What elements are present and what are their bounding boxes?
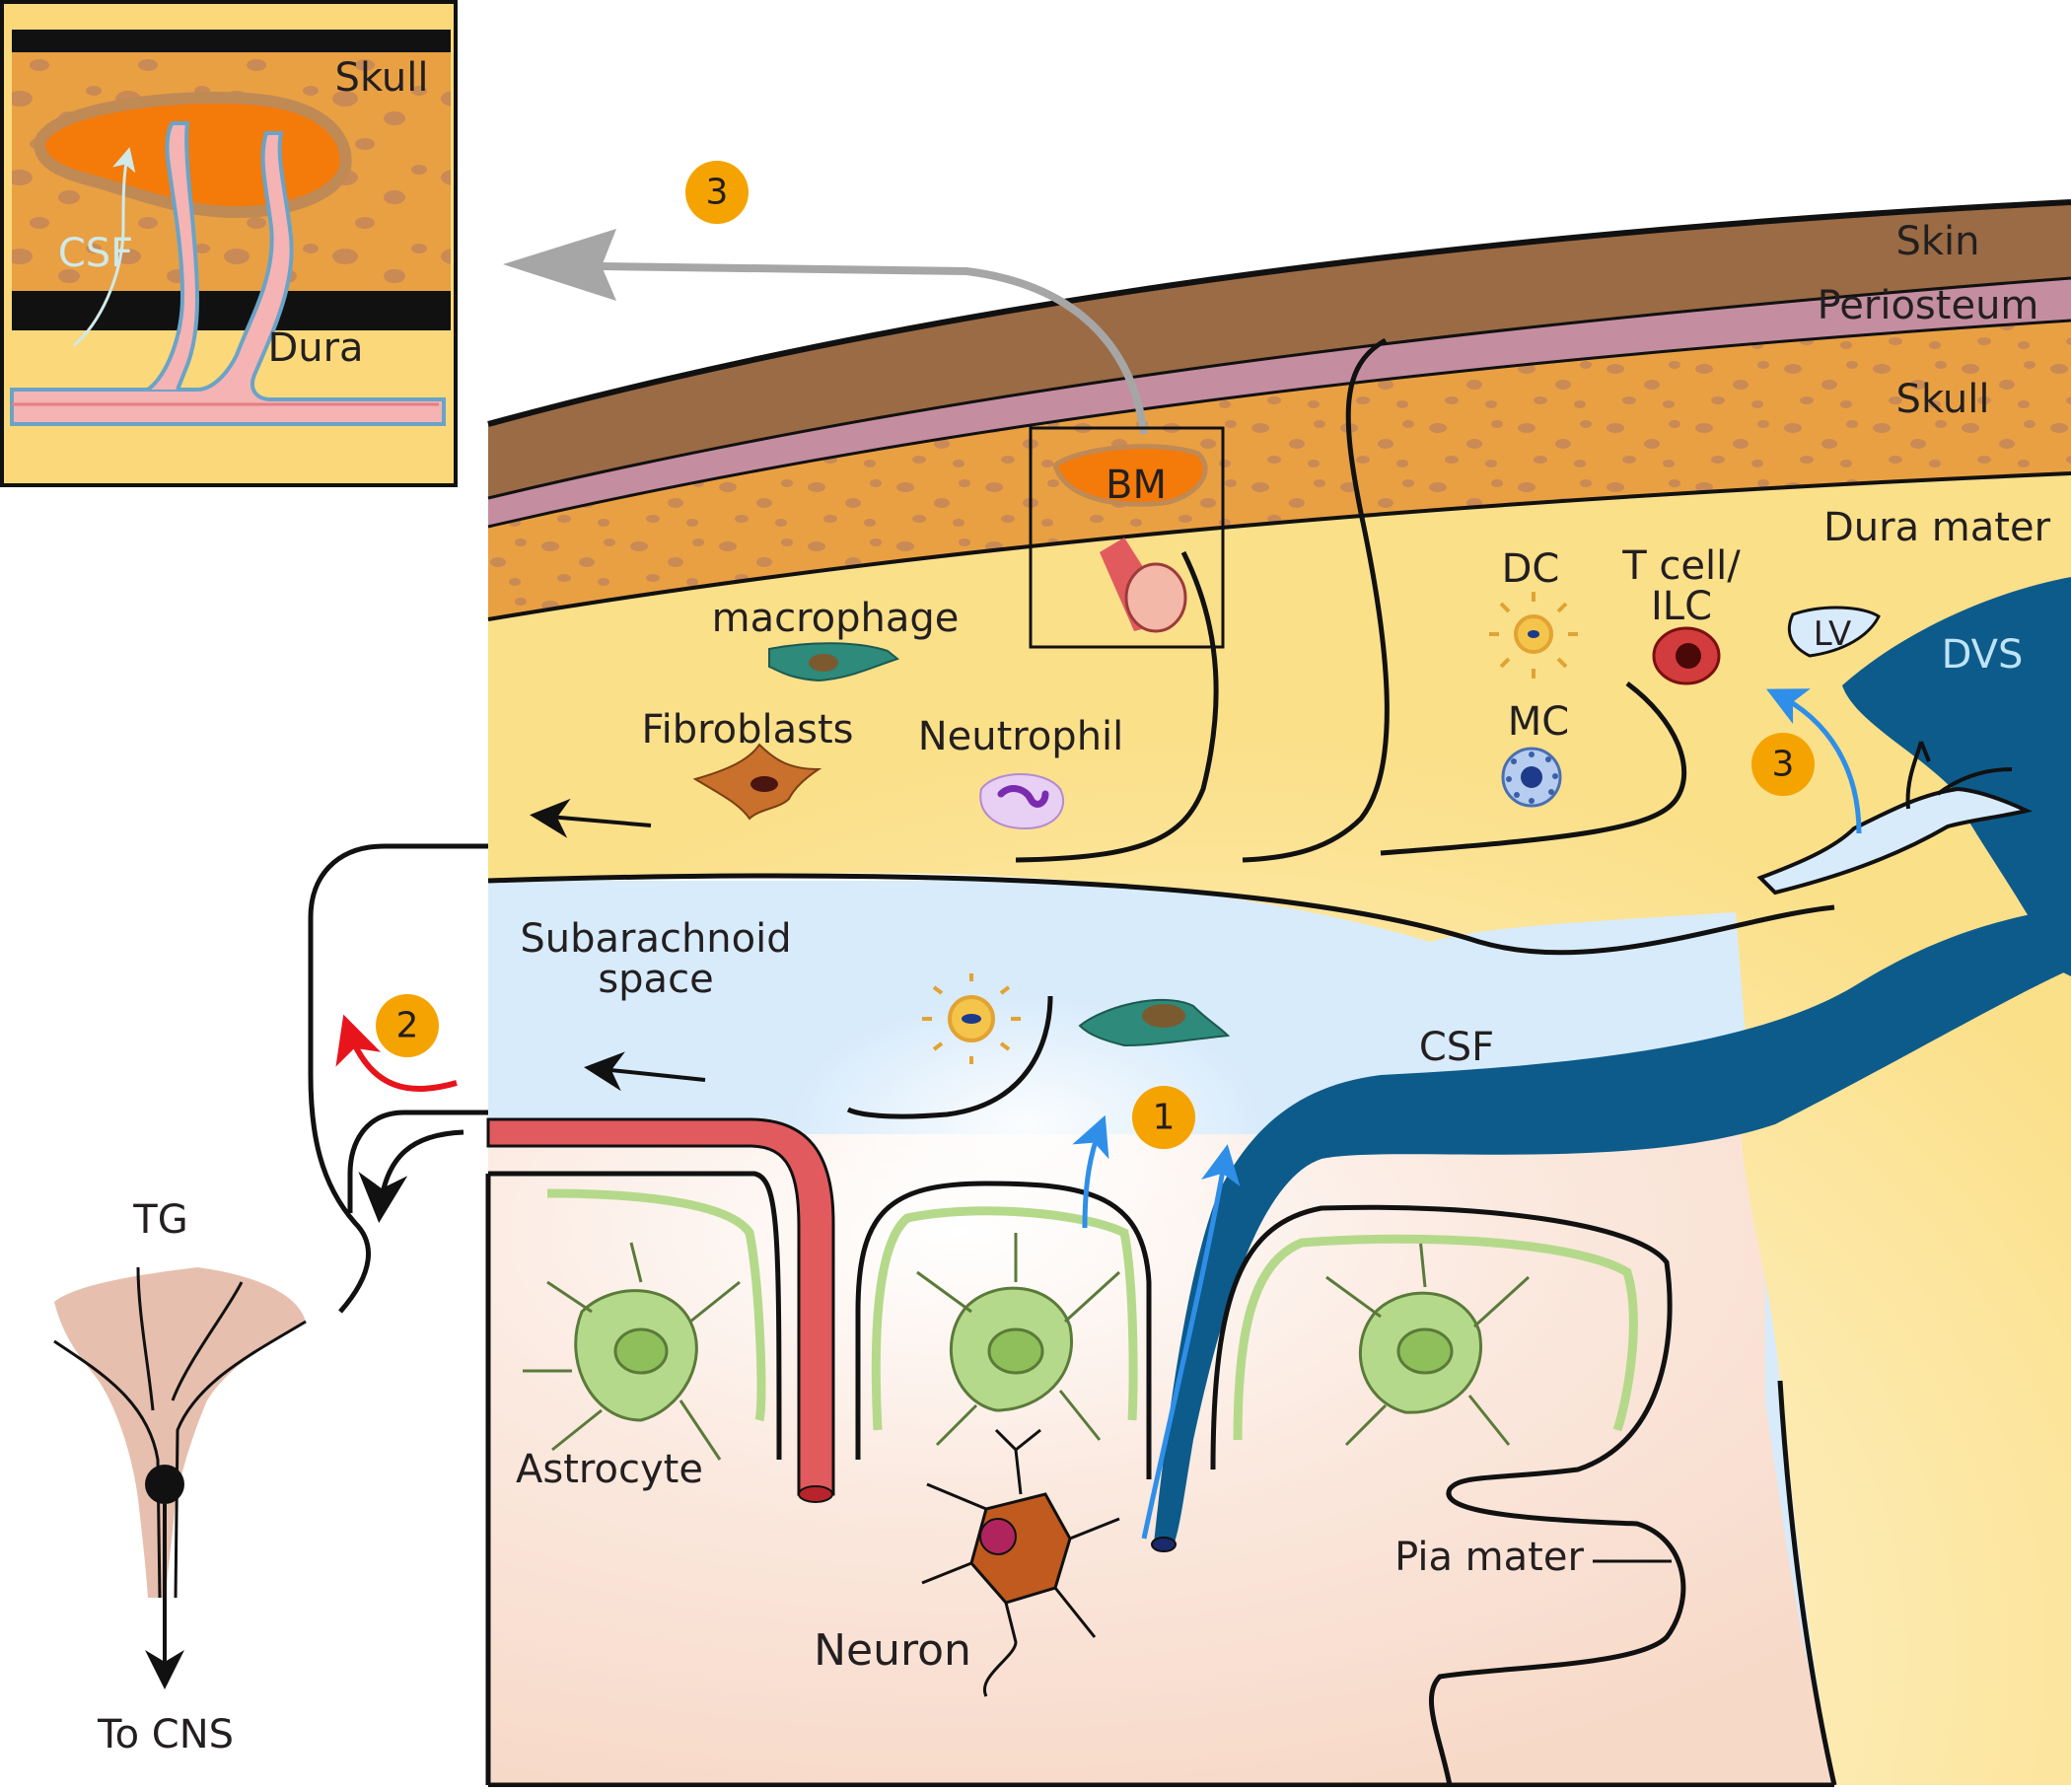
arrow-blue-1a — [1072, 1114, 1109, 1229]
trigeminal-fiber-sas — [347, 1110, 488, 1213]
arrow-grey-step3 — [601, 262, 1148, 435]
label-dura-mater: Dura mater — [1823, 505, 2051, 550]
inset-label-csf: CSF — [58, 231, 133, 276]
label-neuron: Neuron — [814, 1625, 971, 1676]
artery-tip — [798, 1485, 833, 1503]
nerve-fiber-1 — [1015, 550, 1219, 863]
label-csf: CSF — [1419, 1025, 1494, 1070]
periosteum-layer — [488, 278, 2071, 527]
step-2-number: 2 — [396, 1006, 419, 1046]
neuron-cell — [921, 1428, 1120, 1697]
inset-panel — [0, 0, 458, 487]
arrow-dura-left — [530, 798, 652, 838]
label-mc: MC — [1508, 699, 1569, 745]
main-panel — [308, 199, 2071, 1788]
bm-vessel-end — [1124, 562, 1187, 633]
trigeminal-ganglion — [53, 1266, 307, 1689]
step-3-top-number: 3 — [706, 173, 729, 213]
label-pia-mater: Pia mater — [1394, 1535, 1584, 1580]
label-t-cell-line1: T cell/ — [1621, 543, 1741, 589]
astrocyte-right — [1325, 1237, 1531, 1447]
arrow-red-step2 — [335, 1014, 458, 1092]
arrow-blue-3 — [1766, 688, 1862, 834]
astrocyte-left — [523, 1242, 741, 1461]
step-marker-3-top: 3 — [685, 161, 749, 224]
label-subarachnoid-line2: space — [598, 957, 713, 1002]
csf-glow — [789, 996, 1262, 1253]
step-marker-3-right: 3 — [1751, 733, 1815, 796]
lymphatic-branch — [1756, 786, 2034, 896]
cortical-vein — [1154, 907, 2071, 1548]
step-3-right-number: 3 — [1772, 745, 1795, 785]
dendritic-cell — [1489, 592, 1578, 679]
label-skull: Skull — [1896, 377, 1990, 422]
dc-sas-cell — [922, 973, 1021, 1064]
label-to-cns: To CNS — [97, 1712, 234, 1757]
label-tg: TG — [132, 1197, 187, 1243]
t-cell — [1652, 626, 1721, 685]
nerve-fiber-2 — [1242, 337, 1390, 863]
neutrophil-cell — [979, 773, 1065, 830]
nerve-fiber-3 — [1380, 681, 1687, 856]
step-1-number: 1 — [1153, 1098, 1176, 1138]
bm-highlight-box — [1029, 426, 1225, 649]
vein-tip — [1151, 1537, 1177, 1552]
dural-venous-sinus — [1842, 577, 2071, 976]
label-astrocyte: Astrocyte — [516, 1447, 703, 1492]
bone-marrow — [1052, 444, 1208, 507]
ganglion-cell-body — [145, 1465, 184, 1504]
label-dc: DC — [1502, 546, 1560, 592]
label-neutrophil: Neutrophil — [918, 714, 1124, 759]
label-dvs: DVS — [1942, 632, 2024, 678]
label-lv: LV — [1814, 614, 1851, 654]
skull-layer — [488, 321, 2071, 619]
arachnoid-line — [487, 873, 1835, 956]
inset-label-dura: Dura — [267, 325, 363, 371]
step-marker-2: 2 — [376, 994, 439, 1057]
label-subarachnoid-line1: Subarachnoid — [520, 916, 791, 962]
label-fibroblasts: Fibroblasts — [641, 707, 853, 753]
astrocyte-middle — [916, 1233, 1121, 1447]
label-skin: Skin — [1895, 219, 1979, 264]
lymphatic-vessel-lv — [1787, 606, 1881, 658]
nerve-fiber-4 — [846, 995, 1053, 1119]
pia-mater-line — [488, 1171, 1686, 1786]
arrow-blue-1b — [1141, 1144, 1241, 1540]
arrow-sas-left — [584, 1051, 706, 1092]
trigeminal-fiber-pia — [358, 1129, 464, 1223]
inset-label-skull: Skull — [335, 55, 429, 101]
trigeminal-fiber-dura — [308, 843, 488, 1314]
inset-csf-arrow — [73, 147, 136, 347]
step-marker-1: 1 — [1132, 1086, 1195, 1149]
label-bm: BM — [1106, 463, 1167, 508]
skin-layer — [488, 202, 2071, 498]
label-periosteum: Periosteum — [1818, 283, 2039, 328]
mast-cell — [1501, 747, 1562, 808]
label-t-cell-line2: ILC — [1651, 584, 1712, 629]
label-macrophage: macrophage — [712, 596, 960, 641]
